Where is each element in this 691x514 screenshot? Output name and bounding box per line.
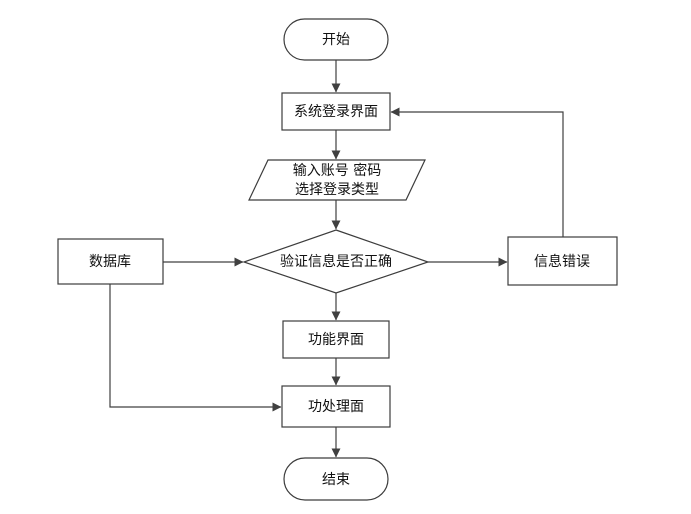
start-node: 开始 bbox=[283, 18, 389, 61]
validate-diamond bbox=[242, 229, 430, 294]
function-screen-label: 功能界面 bbox=[308, 332, 364, 348]
error-node: 信息错误 bbox=[507, 236, 618, 286]
function-screen-box bbox=[282, 320, 390, 359]
start-label: 开始 bbox=[322, 32, 350, 48]
input-parallelogram bbox=[248, 159, 426, 201]
function-process-label: 功处理面 bbox=[308, 399, 364, 415]
database-box bbox=[57, 238, 164, 285]
login-screen-box bbox=[281, 92, 391, 131]
edge-database-to-process bbox=[109, 284, 282, 412]
error-label: 信息错误 bbox=[534, 253, 590, 270]
login-screen-label: 系统登录界面 bbox=[294, 104, 378, 120]
end-node: 结束 bbox=[283, 457, 389, 501]
end-label: 结束 bbox=[322, 472, 350, 488]
function-process-node: 功处理面 bbox=[281, 385, 391, 428]
validate-node: 验证信息是否正确 bbox=[242, 229, 430, 294]
input-label-line2: 选择登录类型 bbox=[295, 182, 379, 198]
function-process-box bbox=[281, 385, 391, 428]
login-screen-node: 系统登录界面 bbox=[281, 92, 391, 131]
validate-label: 验证信息是否正确 bbox=[280, 253, 392, 270]
database-node: 数据库 bbox=[57, 238, 164, 285]
database-label: 数据库 bbox=[89, 254, 131, 270]
input-node: 输入账号 密码 选择登录类型 bbox=[248, 159, 426, 201]
input-label-line1: 输入账号 密码 bbox=[293, 162, 381, 179]
start-terminator-shape bbox=[283, 18, 389, 61]
end-terminator-shape bbox=[283, 457, 389, 501]
error-box bbox=[507, 236, 618, 286]
function-screen-node: 功能界面 bbox=[282, 320, 390, 359]
edges bbox=[109, 60, 564, 458]
edge-error-to-login bbox=[390, 107, 564, 237]
